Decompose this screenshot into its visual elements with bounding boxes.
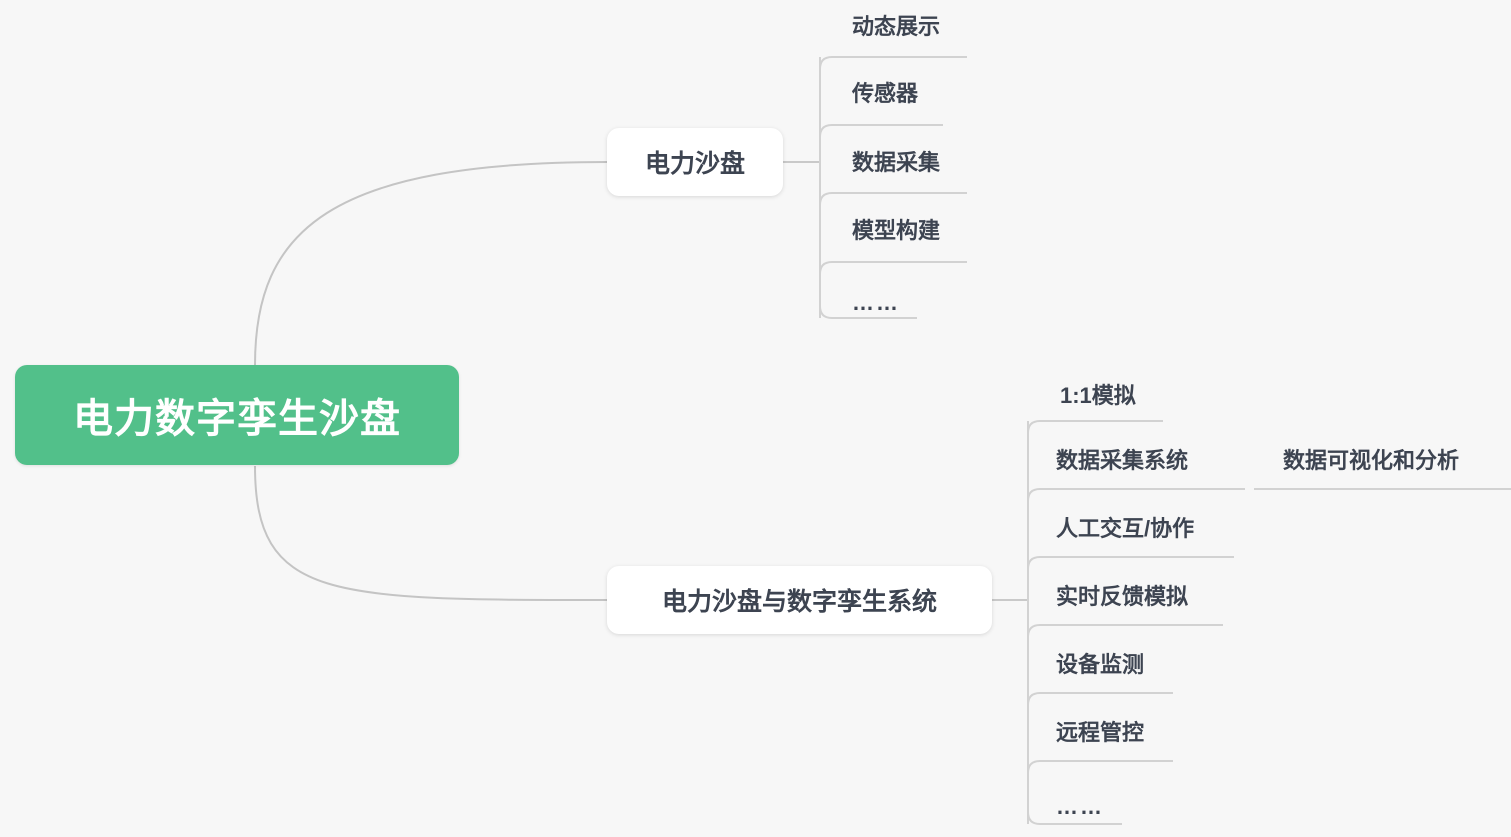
cell-shengluehao-2 <box>1027 433 1122 825</box>
leaf-chuanganqi[interactable]: 传感器 <box>852 81 919 106</box>
cell-shengluehao-1 <box>819 69 917 319</box>
root-node[interactable]: 电力数字孪生沙盘 <box>15 365 459 465</box>
leaf-shishifankui[interactable]: 实时反馈模拟 <box>1056 584 1189 609</box>
branch-node-xitong[interactable]: 电力沙盘与数字孪生系统 <box>607 566 992 634</box>
leaf-dongtaizhanshi[interactable]: 动态展示 <box>852 14 941 39</box>
branch-node-dianlishapan-label: 电力沙盘 <box>644 150 745 178</box>
leaf-rengongjiaohu[interactable]: 人工交互/协作 <box>1056 516 1195 541</box>
leaf-shujucaijixitong[interactable]: 数据采集系统 <box>1056 448 1189 473</box>
leaf-shebeijiance[interactable]: 设备监测 <box>1056 652 1145 677</box>
branch-node-xitong-label: 电力沙盘与数字孪生系统 <box>661 588 937 616</box>
link-root-to-dianlishapan <box>254 161 608 366</box>
leaf-1to1moni[interactable]: 1:1模拟 <box>1060 383 1136 408</box>
branch-node-dianlishapan[interactable]: 电力沙盘 <box>607 128 783 196</box>
leaf-yuanchengguankong[interactable]: 远程管控 <box>1056 720 1145 745</box>
leaf-moxinggoujian[interactable]: 模型构建 <box>852 218 941 243</box>
leaf-ellipsis-top[interactable]: …… <box>852 290 900 315</box>
root-node-label: 电力数字孪生沙盘 <box>73 397 401 441</box>
leaf-shujucaiji[interactable]: 数据采集 <box>852 150 941 175</box>
link-root-to-xitong <box>254 465 608 601</box>
leaf-shujukeshihua[interactable]: 数据可视化和分析 <box>1283 448 1460 473</box>
leaf-ellipsis-bottom[interactable]: …… <box>1056 794 1104 819</box>
branch-cells-xitong <box>1027 420 1511 825</box>
